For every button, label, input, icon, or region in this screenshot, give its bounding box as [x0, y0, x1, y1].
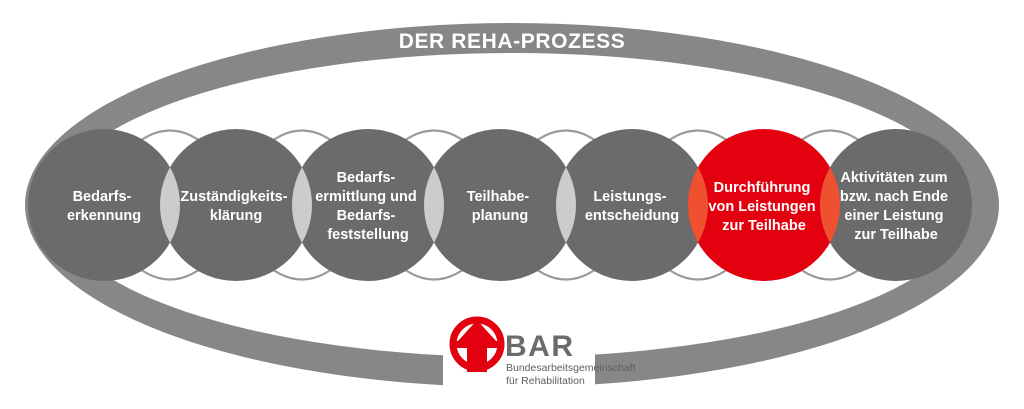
bar-subtitle-line2: für Rehabilitation — [506, 375, 585, 387]
step-leistungsentscheidung[interactable]: Leistungs- entscheidung — [556, 129, 708, 281]
step-circle[interactable] — [556, 129, 708, 281]
step-label: Teilhabe- planung — [467, 189, 534, 224]
step-bedarfsermittlung[interactable]: Bedarfs- ermittlung und Bedarfs- festste… — [292, 129, 444, 281]
step-durchfuehrung-von-leistungen[interactable]: Durchführung von Leistungen zur Teilhabe — [688, 129, 840, 281]
step-circle[interactable] — [28, 129, 180, 281]
step-label: Zuständigkeits- klärung — [180, 189, 291, 224]
ring-title: DER REHA-PROZESS — [399, 30, 626, 53]
step-aktivitaeten-nach-ende[interactable]: Aktivitäten zum bzw. nach Ende einer Lei… — [820, 129, 972, 281]
bar-wordmark: BAR — [505, 330, 575, 363]
step-circle[interactable] — [820, 129, 972, 281]
step-label: Leistungs- entscheidung — [585, 189, 679, 224]
step-label: Bedarfs- ermittlung und Bedarfs- festste… — [315, 170, 421, 243]
bar-logo: BAR Bundesarbeitsgemeinschaft für Rehabi… — [449, 316, 636, 387]
process-steps: Bedarfs- erkennung Zuständigkeits- kläru… — [28, 129, 972, 281]
step-teilhabeplanung[interactable]: Teilhabe- planung — [424, 129, 576, 281]
step-label: Durchführung von Leistungen zur Teilhabe — [708, 180, 819, 234]
step-zustaendigkeitsklaerung[interactable]: Zuständigkeits- klärung — [160, 129, 312, 281]
step-bedarfserkennung[interactable]: Bedarfs- erkennung — [28, 129, 180, 281]
step-label: Aktivitäten zum bzw. nach Ende einer Lei… — [840, 170, 952, 243]
step-circle[interactable] — [424, 129, 576, 281]
step-label: Bedarfs- erkennung — [67, 189, 141, 224]
bar-subtitle-line1: Bundesarbeitsgemeinschaft — [506, 362, 636, 374]
step-circle[interactable] — [292, 129, 444, 281]
bar-logo-mark-icon — [449, 316, 505, 372]
step-circle[interactable] — [160, 129, 312, 281]
step-circle-highlighted[interactable] — [688, 129, 840, 281]
